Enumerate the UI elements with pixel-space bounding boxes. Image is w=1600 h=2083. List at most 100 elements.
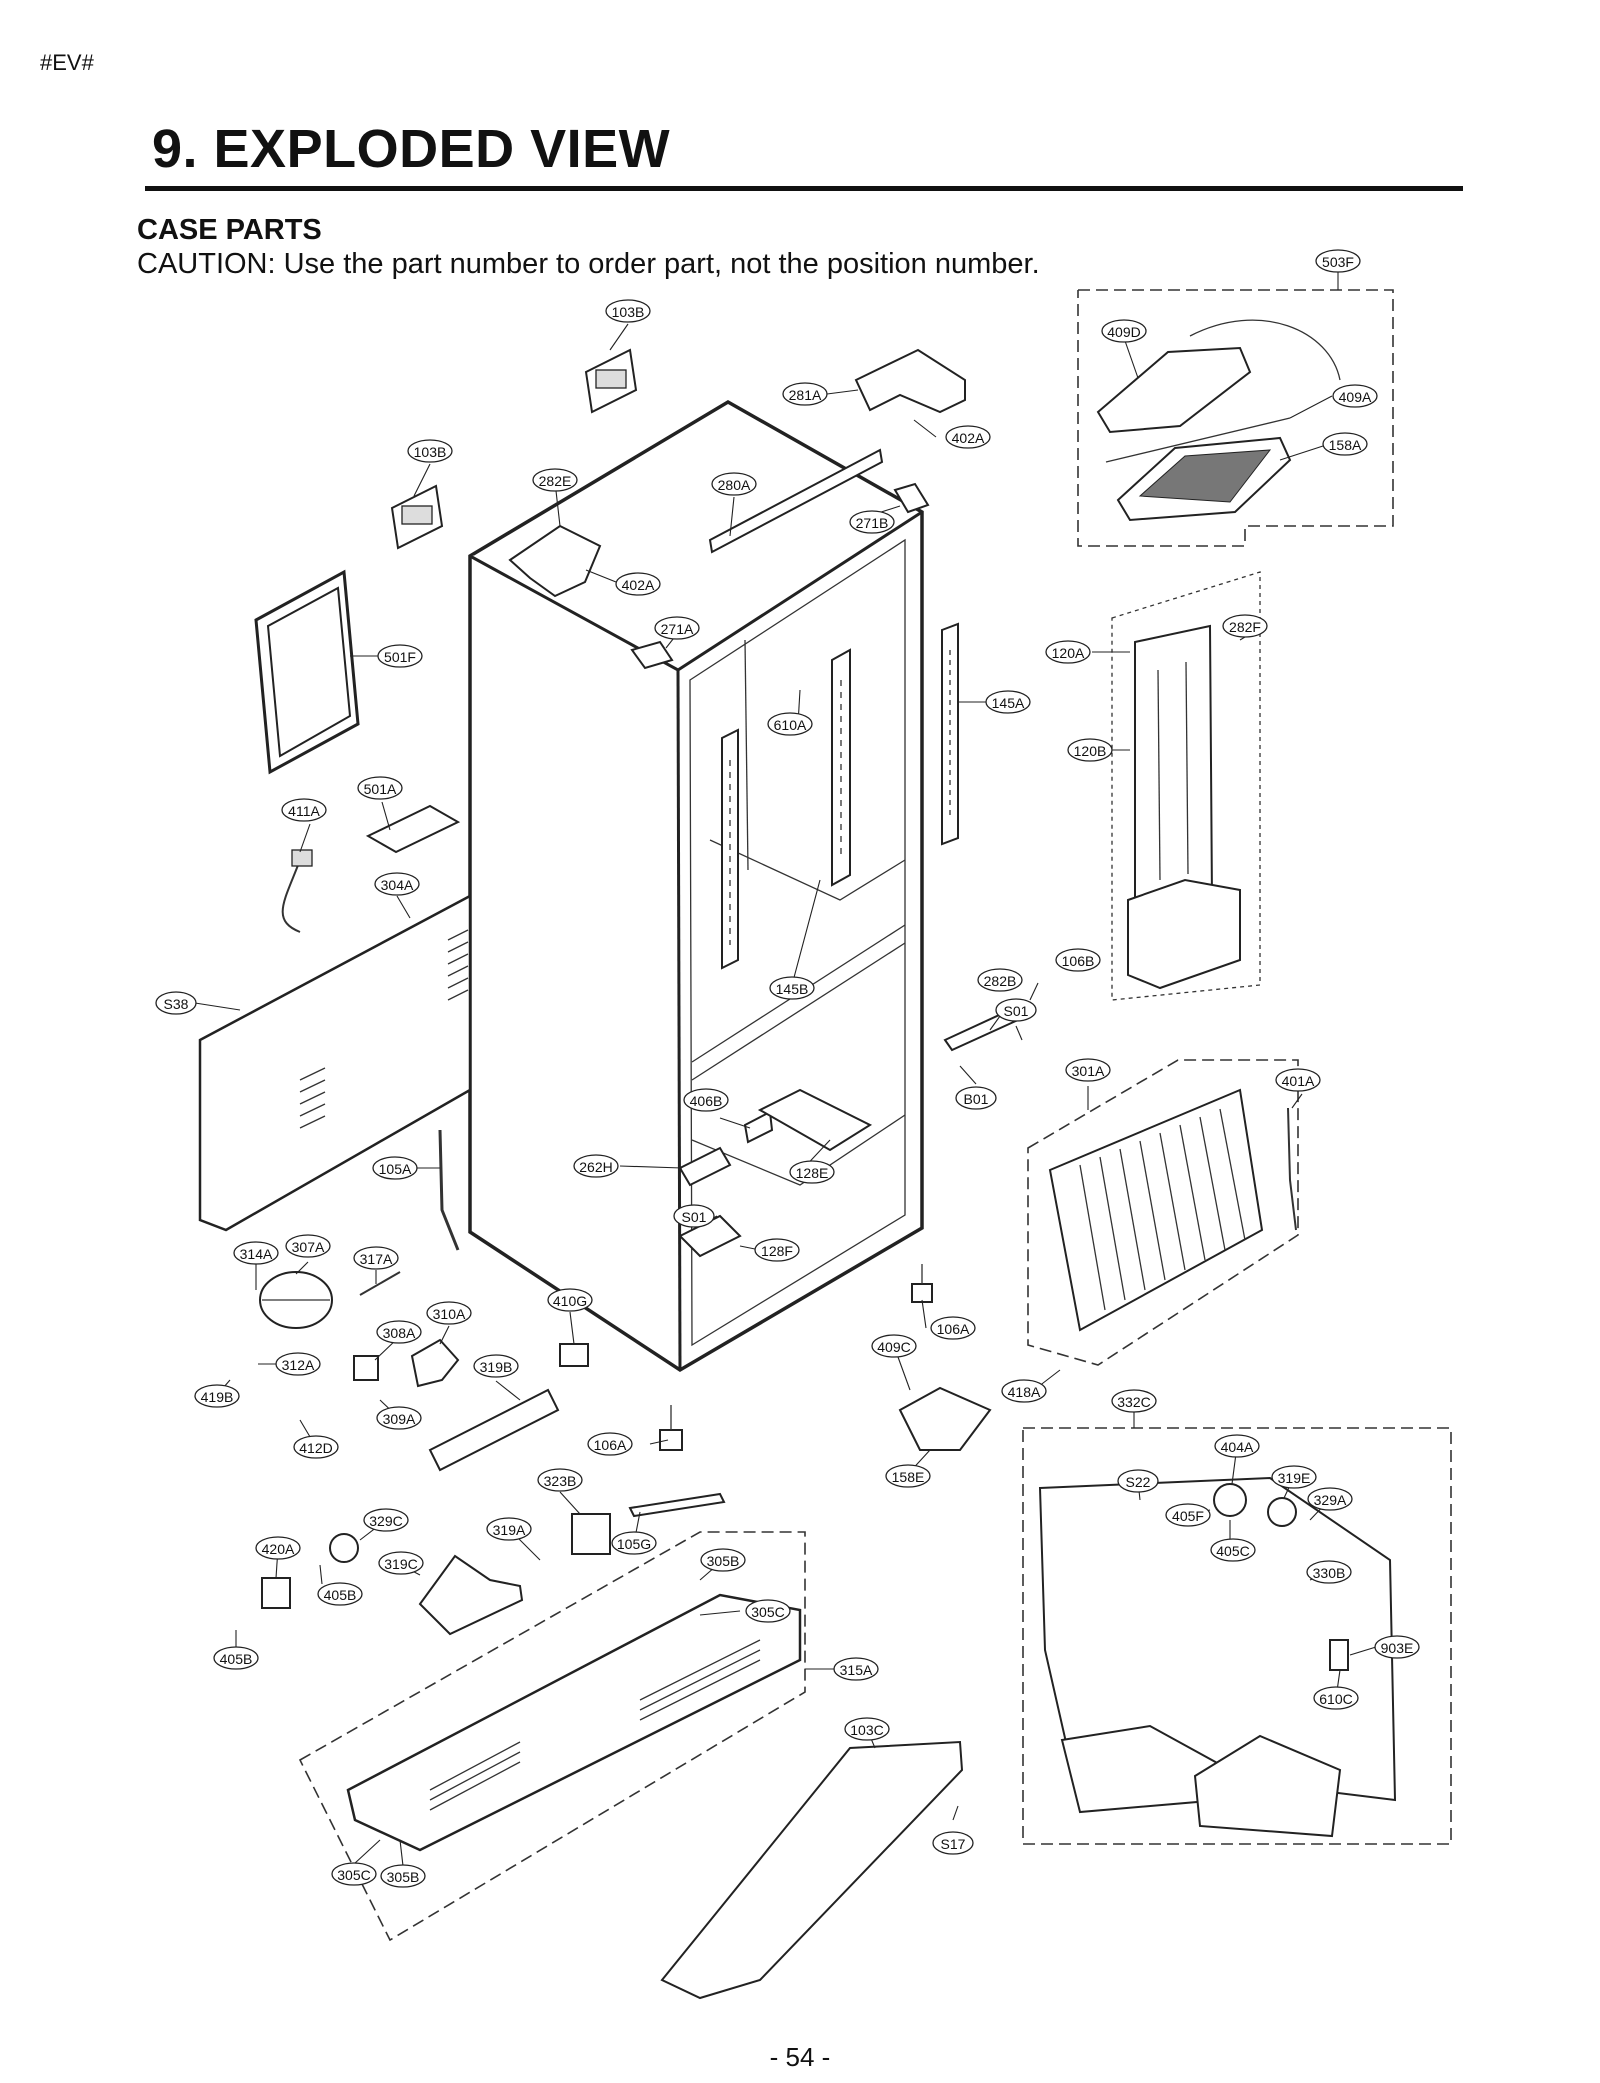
label-281A: 281A bbox=[782, 382, 828, 406]
svg-text:105A: 105A bbox=[379, 1161, 412, 1177]
label-406B: 406B bbox=[683, 1088, 729, 1112]
svg-text:501A: 501A bbox=[364, 781, 397, 797]
rail-128E bbox=[757, 1088, 873, 1152]
svg-text:401A: 401A bbox=[1282, 1073, 1315, 1089]
label-305B-bottom: 305B bbox=[380, 1864, 426, 1888]
rod-105G bbox=[628, 1492, 726, 1518]
label-409A: 409A bbox=[1332, 384, 1378, 408]
label-106B: 106B bbox=[1055, 948, 1101, 972]
svg-text:332C: 332C bbox=[1117, 1394, 1150, 1410]
svg-text:305B: 305B bbox=[387, 1869, 420, 1885]
top-trim-280A bbox=[708, 448, 884, 554]
page-title: 9. EXPLODED VIEW bbox=[152, 119, 671, 179]
label-402A-mid: 402A bbox=[615, 572, 661, 596]
svg-text:315A: 315A bbox=[840, 1662, 873, 1678]
svg-text:120B: 120B bbox=[1074, 743, 1107, 759]
hinge-cover-281A bbox=[854, 348, 966, 414]
svg-text:402A: 402A bbox=[952, 430, 985, 446]
base-cover-103C bbox=[660, 1740, 964, 2000]
svg-text:503F: 503F bbox=[1322, 254, 1354, 270]
svg-text:308A: 308A bbox=[383, 1325, 416, 1341]
ice-maker-cover bbox=[1096, 319, 1341, 434]
label-282E: 282E bbox=[532, 468, 578, 492]
fan-motor-420A bbox=[261, 1577, 291, 1609]
harness-401A bbox=[1287, 1107, 1297, 1231]
cover-310A bbox=[410, 1338, 460, 1388]
svg-text:B01: B01 bbox=[964, 1091, 989, 1107]
svg-text:307A: 307A bbox=[292, 1239, 325, 1255]
label-307A: 307A bbox=[285, 1234, 331, 1258]
hinge-cover-103B-top bbox=[584, 348, 638, 414]
hinge-cover-103B-left bbox=[390, 484, 444, 550]
label-319E: 319E bbox=[1271, 1465, 1317, 1489]
condenser-323B bbox=[571, 1513, 611, 1555]
label-418A: 418A bbox=[1001, 1379, 1047, 1403]
label-145B: 145B bbox=[769, 976, 815, 1000]
door-liner-120A bbox=[1127, 624, 1241, 990]
shelf-rail-center bbox=[831, 648, 851, 887]
label-405C: 405C bbox=[1210, 1538, 1256, 1562]
condenser-301A bbox=[1048, 1088, 1264, 1332]
svg-text:271A: 271A bbox=[661, 621, 694, 637]
svg-text:409A: 409A bbox=[1339, 389, 1372, 405]
label-409D: 409D bbox=[1101, 319, 1147, 343]
svg-text:103C: 103C bbox=[850, 1722, 883, 1738]
label-106A-left: 106A bbox=[587, 1432, 633, 1456]
label-317A: 317A bbox=[353, 1246, 399, 1270]
svg-text:103B: 103B bbox=[414, 444, 447, 460]
svg-text:310A: 310A bbox=[433, 1306, 466, 1322]
label-304A: 304A bbox=[374, 872, 420, 896]
label-610C: 610C bbox=[1313, 1686, 1359, 1710]
label-319B: 319B bbox=[473, 1354, 519, 1378]
label-405B-top: 405B bbox=[317, 1582, 363, 1606]
svg-text:280A: 280A bbox=[718, 477, 751, 493]
label-305B-top: 305B bbox=[700, 1548, 746, 1572]
svg-text:610A: 610A bbox=[774, 717, 807, 733]
label-S22: S22 bbox=[1117, 1469, 1159, 1493]
label-401A: 401A bbox=[1275, 1068, 1321, 1092]
label-305C-bottom: 305C bbox=[331, 1862, 377, 1886]
relay-308A bbox=[353, 1355, 379, 1381]
label-S01-left: S01 bbox=[673, 1204, 715, 1228]
svg-text:305C: 305C bbox=[751, 1604, 784, 1620]
shelf-rail-145A bbox=[941, 622, 959, 846]
svg-text:903E: 903E bbox=[1381, 1640, 1414, 1656]
label-309A: 309A bbox=[376, 1406, 422, 1430]
hinge-271A bbox=[630, 640, 674, 670]
svg-text:420A: 420A bbox=[262, 1541, 295, 1557]
label-103B-left: 103B bbox=[407, 439, 453, 463]
label-120B: 120B bbox=[1067, 738, 1113, 762]
leg-106A-right bbox=[911, 1264, 933, 1303]
hinge-271B bbox=[893, 482, 930, 514]
label-412D: 412D bbox=[293, 1435, 339, 1459]
svg-text:418A: 418A bbox=[1008, 1384, 1041, 1400]
svg-text:158A: 158A bbox=[1329, 437, 1362, 453]
label-323B: 323B bbox=[537, 1468, 583, 1492]
svg-text:329C: 329C bbox=[369, 1513, 402, 1529]
svg-text:309A: 309A bbox=[383, 1411, 416, 1427]
drain-hose-105A bbox=[438, 1129, 460, 1251]
door-gasket-501F bbox=[254, 569, 360, 775]
svg-text:S38: S38 bbox=[164, 996, 189, 1012]
label-329C: 329C bbox=[363, 1508, 409, 1532]
label-419B: 419B bbox=[194, 1384, 240, 1408]
label-410G: 410G bbox=[547, 1288, 593, 1312]
label-B01: B01 bbox=[955, 1086, 997, 1110]
ice-maker-heater-rod bbox=[1105, 417, 1291, 463]
label-315A: 315A bbox=[833, 1657, 879, 1681]
svg-text:282E: 282E bbox=[539, 473, 572, 489]
cover-406B bbox=[743, 1110, 774, 1144]
label-103C: 103C bbox=[844, 1717, 890, 1741]
svg-text:319B: 319B bbox=[480, 1359, 513, 1375]
svg-text:103B: 103B bbox=[612, 304, 645, 320]
label-282F: 282F bbox=[1222, 614, 1268, 638]
label-301A: 301A bbox=[1065, 1058, 1111, 1082]
svg-text:317A: 317A bbox=[360, 1251, 393, 1267]
svg-text:304A: 304A bbox=[381, 877, 414, 893]
label-128F: 128F bbox=[754, 1238, 800, 1262]
drain-pan-319B bbox=[428, 1388, 560, 1472]
label-282B: 282B bbox=[977, 968, 1023, 992]
label-329A: 329A bbox=[1307, 1487, 1353, 1511]
label-308A: 308A bbox=[376, 1320, 422, 1344]
